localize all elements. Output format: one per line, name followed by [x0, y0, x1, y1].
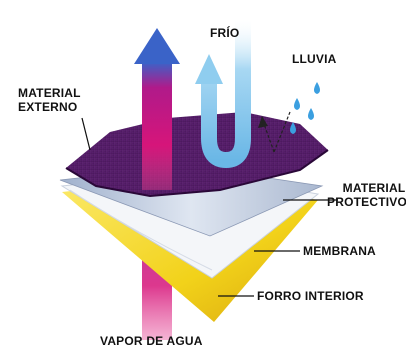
outer-material-label: MATERIAL EXTERNO — [18, 86, 81, 114]
protective-material-label-line2: PROTECTIVO — [327, 195, 406, 209]
inner-lining-label: FORRO INTERIOR — [257, 289, 364, 303]
cold-arrow — [201, 20, 251, 169]
rain-deflect-arrow — [273, 111, 291, 153]
membrane-label: MEMBRANA — [303, 244, 376, 258]
outer-material-edge — [65, 149, 329, 198]
leader-outer — [81, 117, 91, 151]
rain-deflect-arrowhead — [258, 116, 268, 128]
rain-drop — [314, 82, 320, 94]
rain-drop — [308, 108, 314, 120]
protective-material-label: MATERIAL PROTECTIVO — [327, 181, 406, 209]
rain-drop — [294, 98, 300, 110]
vapor-arrow-shaft — [142, 62, 172, 190]
outer-material-layer — [66, 112, 328, 196]
membrane-fold — [69, 189, 213, 271]
vapor-arrow-head — [134, 28, 180, 64]
outer-material-label-line2: EXTERNO — [18, 100, 78, 114]
rain-drop — [290, 122, 296, 134]
water-vapor-label: VAPOR DE AGUA — [100, 334, 203, 348]
outer-material-label-line1: MATERIAL — [18, 86, 81, 100]
rain-label: LLUVIA — [292, 52, 337, 66]
cold-label: FRÍO — [210, 26, 240, 40]
protective-material-label-line1: MATERIAL — [342, 181, 406, 195]
cold-arrow-head — [195, 54, 223, 84]
